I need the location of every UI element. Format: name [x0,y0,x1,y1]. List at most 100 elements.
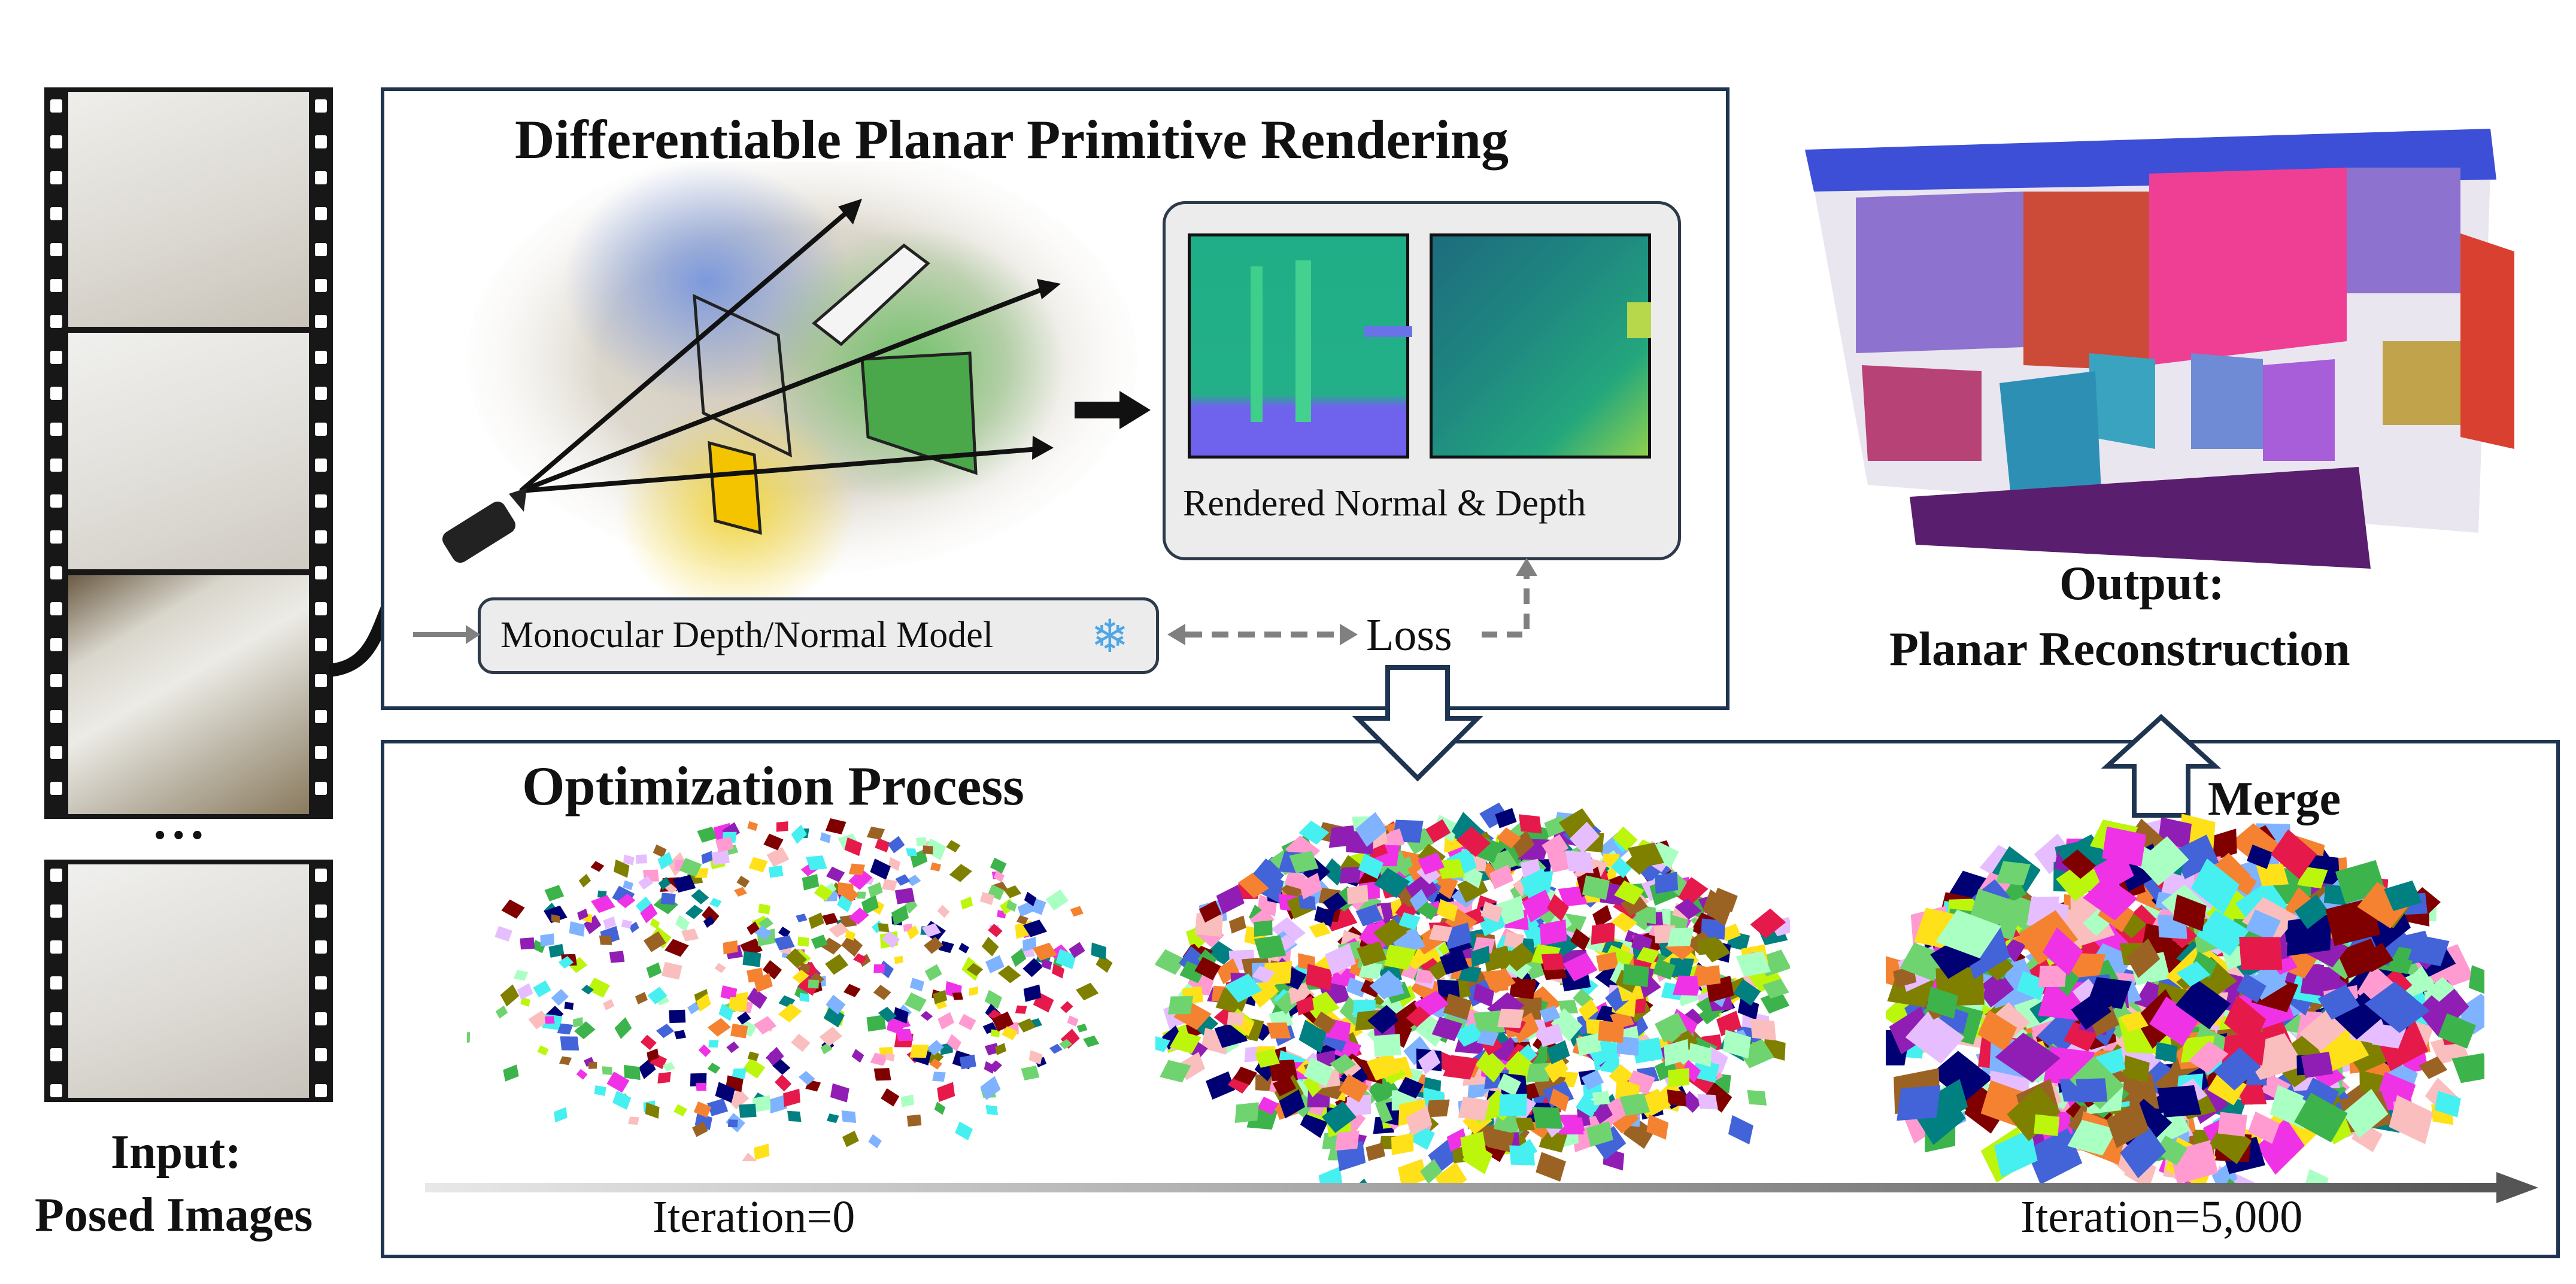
film-strip [44,87,333,819]
planar-primitive [830,1083,849,1103]
planar-primitive [1991,1002,2030,1039]
planar-primitive [866,826,885,840]
planar-primitive [1254,935,1287,960]
planar-primitive [1558,808,1595,840]
planar-primitive [1194,957,1221,981]
planar-primitive [868,1134,882,1149]
planar-primitive [1340,1058,1361,1079]
planar-primitive [938,940,954,954]
planar-primitive [1664,1039,1689,1067]
planar-primitive [2176,979,2231,1030]
planar-primitive [1996,861,2031,886]
planar-primitive [1511,1012,1539,1043]
planar-primitive [731,1068,747,1079]
planar-primitive [994,1043,1006,1055]
planar-primitive [841,1110,857,1123]
planar-primitive [1060,1001,1073,1013]
planar-primitive [2119,913,2147,939]
planar-primitive [617,893,636,909]
planar-primitive [2016,910,2079,965]
planar-primitive [1270,917,1306,945]
planar-primitive [1263,961,1292,986]
planar-primitive [1355,812,1387,847]
planar-primitive [1614,880,1644,905]
planar-primitive [693,1101,712,1118]
planar-primitive [1298,1019,1327,1054]
planar-primitive [1520,868,1552,899]
planar-primitive [747,987,767,1009]
planar-primitive [2190,858,2240,915]
planar-primitive [2359,1070,2384,1097]
planar-primitive [2434,1091,2461,1118]
planar-primitive [623,880,634,891]
planar-primitive [528,1010,550,1030]
planar-primitive [1558,886,1588,907]
planar-primitive [1487,1128,1515,1152]
planar-primitive [2256,1118,2305,1175]
planar-primitive [1309,922,1331,938]
planar-primitive [1994,1128,2038,1178]
camera-icon [442,488,527,563]
iteration-start-label: Iteration=0 [653,1192,855,1242]
planar-primitive [923,936,943,954]
planar-primitive [1646,1114,1669,1140]
planar-primitive [560,1036,579,1051]
planar-primitive [829,922,849,938]
planar-primitive [887,836,905,854]
planar-primitive [1760,990,1790,1014]
planar-primitive [2123,1055,2150,1083]
planar-primitive [2106,1101,2149,1149]
planar-primitive [599,935,612,945]
planar-primitive [792,970,809,984]
planar-primitive [878,923,890,933]
iteration-end-label: Iteration=5,000 [2020,1192,2303,1242]
planar-primitive [1692,1058,1719,1083]
planar-primitive [1366,1142,1385,1161]
planar-primitive [609,951,625,963]
monocular-model-label: Monocular Depth/Normal Model [500,615,994,655]
planar-primitive [1398,912,1421,930]
planar-primitive [894,955,904,964]
planar-primitive [1499,1094,1527,1116]
planar-primitive [1024,891,1037,906]
planar-primitive [2155,1042,2178,1063]
planar-primitive [657,1071,671,1084]
planar-primitive [932,1071,946,1082]
planar-primitive [1750,1018,1776,1041]
planar-primitive [583,915,602,934]
planar-primitive [1325,943,1356,975]
planar-primitive [985,1105,999,1115]
planar-primitive [2207,1069,2247,1106]
planar-primitive [660,893,676,905]
planar-primitive [1437,899,1458,922]
planar-primitive [875,838,890,853]
planar-primitive [614,1017,632,1039]
planar-primitive [2061,849,2096,879]
planar-primitive [1610,857,1632,878]
planar-primitive [576,1069,588,1080]
planar-primitive [1303,1057,1334,1087]
planar-primitive [1915,1089,1966,1145]
planar-primitive [1673,975,1703,996]
output-wall-violet [2347,168,2460,293]
output-floor [1910,467,2371,569]
planar-primitive [882,930,900,949]
plane-green [860,351,978,475]
planar-primitive [1070,906,1084,917]
planar-primitive [2419,1056,2448,1079]
planar-primitive [1206,941,1237,965]
planar-primitive [1697,965,1721,986]
planar-primitive [1314,906,1334,927]
planar-primitive [1995,1033,2061,1083]
planar-primitive [2239,936,2283,970]
planar-primitive [1268,1060,1298,1082]
planar-primitive [955,1121,973,1141]
planar-primitive [882,879,897,891]
planar-primitive [1367,1004,1401,1034]
planar-primitive [1515,1139,1537,1162]
planar-primitive [1006,900,1017,912]
planar-primitive [768,865,784,878]
planar-primitive [2071,991,2111,1030]
planar-primitive [2438,1013,2477,1049]
output-wall-right [2460,233,2514,449]
